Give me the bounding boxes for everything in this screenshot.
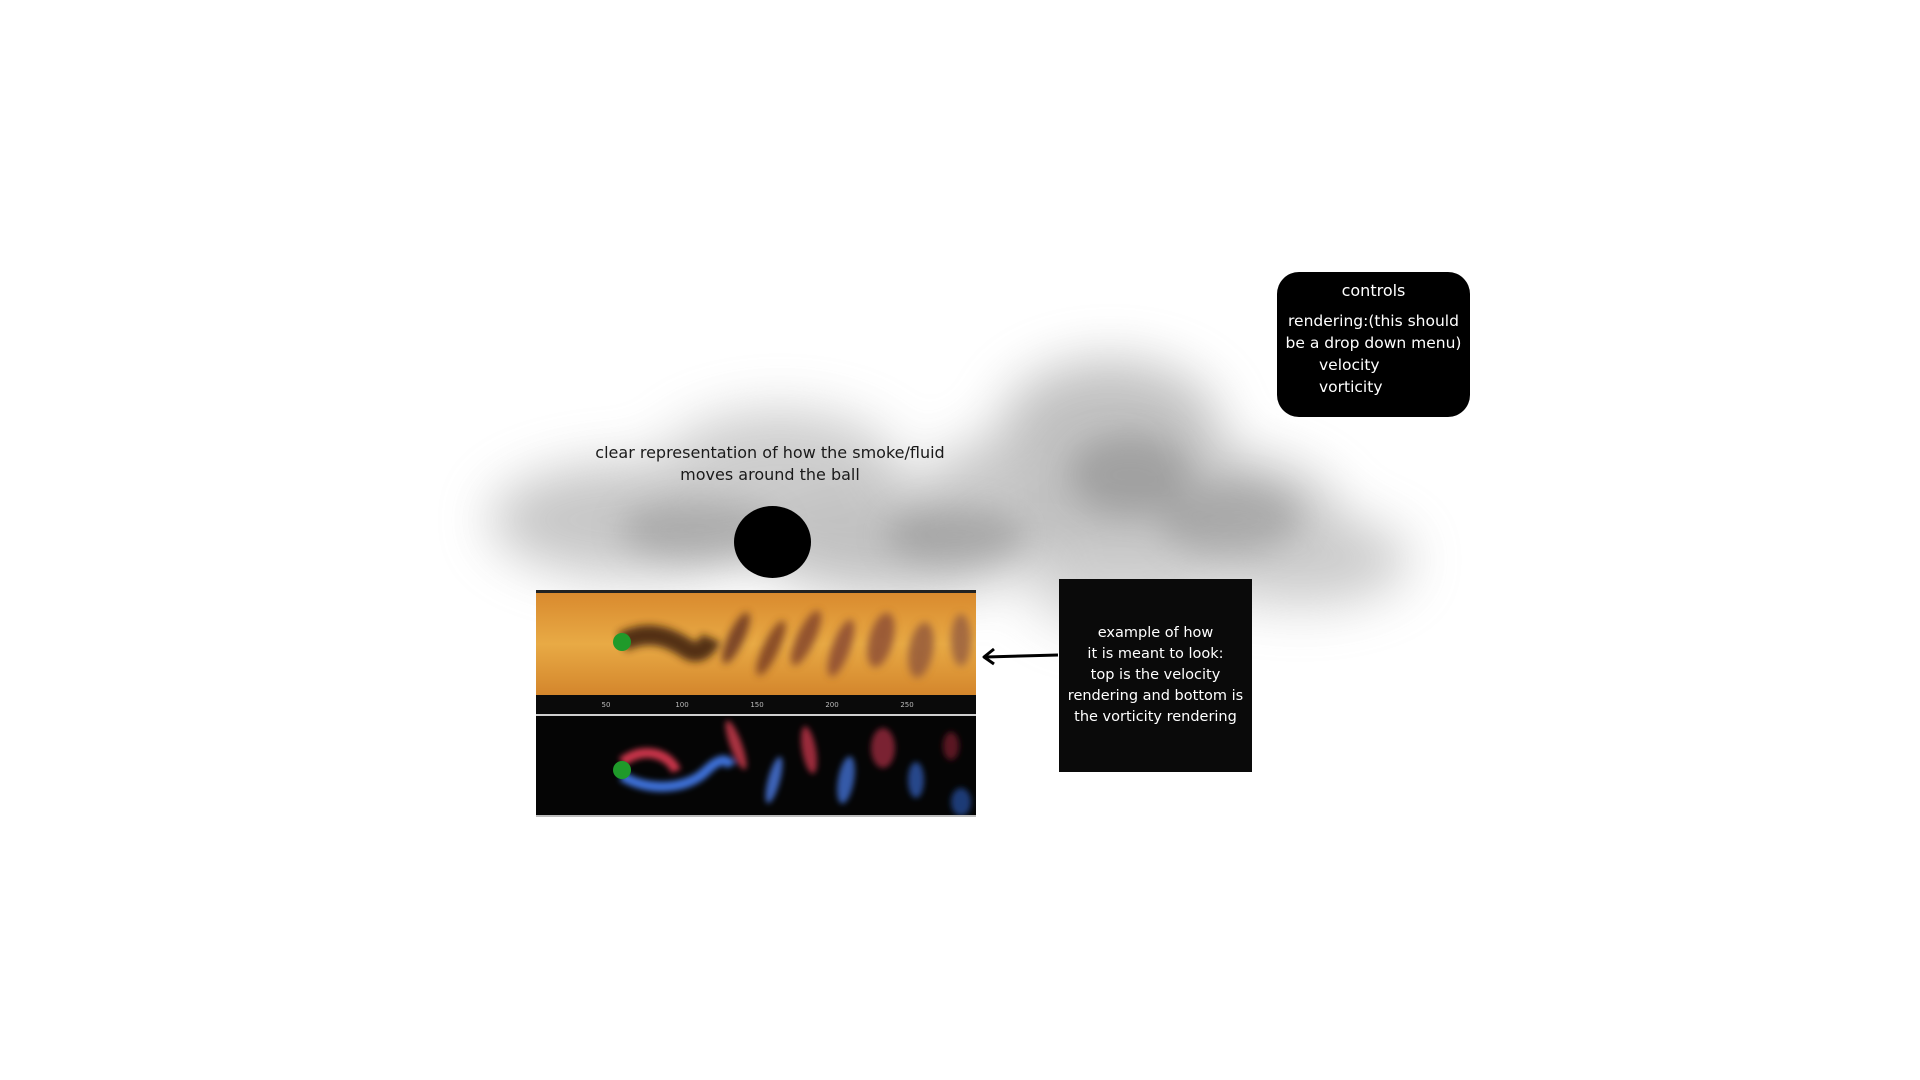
note-line-5: the vorticity rendering bbox=[1074, 709, 1237, 725]
rendering-description-line-1: rendering:(this should bbox=[1288, 312, 1459, 330]
rendering-options[interactable]: velocity vorticity bbox=[1319, 354, 1383, 398]
controls-title: controls bbox=[1341, 281, 1406, 300]
caption-line-1: clear representation of how the smoke/fl… bbox=[595, 443, 945, 462]
example-simulation-image: 50 100 150 200 250 bbox=[536, 590, 976, 817]
axis-strip: 50 100 150 200 250 bbox=[536, 695, 976, 716]
controls-panel: controls rendering:(this should be a dro… bbox=[1277, 272, 1470, 417]
note-line-3: top is the velocity bbox=[1090, 667, 1221, 683]
axis-tick-50: 50 bbox=[602, 701, 611, 709]
rendering-description-line-2: be a drop down menu) bbox=[1285, 334, 1462, 352]
vorticity-rendering-panel bbox=[536, 716, 976, 817]
axis-tick-150: 150 bbox=[750, 701, 763, 709]
note-line-2: it is meant to look: bbox=[1087, 646, 1224, 662]
note-line-1: example of how bbox=[1097, 625, 1214, 641]
example-note-box: example of how it is meant to look: top … bbox=[1059, 579, 1252, 772]
option-velocity[interactable]: velocity bbox=[1319, 356, 1380, 374]
arrow-left-icon bbox=[982, 647, 1059, 666]
ball-shape bbox=[734, 506, 811, 578]
axis-tick-250: 250 bbox=[900, 701, 913, 709]
velocity-rendering-panel bbox=[536, 590, 976, 695]
smoke-caption: clear representation of how the smoke/fl… bbox=[560, 442, 980, 486]
note-line-4: rendering and bottom is bbox=[1067, 688, 1244, 704]
rendering-description: rendering:(this should be a drop down me… bbox=[1277, 310, 1470, 354]
axis-tick-100: 100 bbox=[675, 701, 688, 709]
caption-line-2: moves around the ball bbox=[680, 465, 860, 484]
option-vorticity[interactable]: vorticity bbox=[1319, 378, 1383, 396]
axis-tick-200: 200 bbox=[825, 701, 838, 709]
example-simulation-svg: 50 100 150 200 250 bbox=[536, 590, 976, 817]
